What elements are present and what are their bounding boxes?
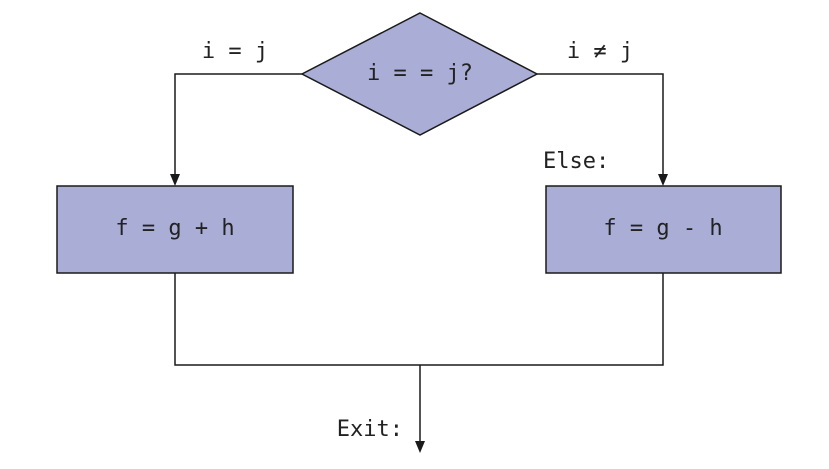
exit-arrowhead [415, 441, 425, 453]
false-branch-arrowhead [658, 174, 668, 186]
then-process-text: f = g + h [115, 216, 234, 241]
false-branch-label: i ≠ j [567, 39, 633, 64]
decision-text: i = = j? [367, 61, 473, 86]
true-branch-line [174, 73, 302, 174]
else-label: Else: [543, 149, 609, 174]
true-branch-arrowhead [170, 174, 180, 186]
false-branch-line [537, 73, 664, 174]
else-process-box [545, 185, 782, 274]
else-process-text: f = g - h [603, 216, 722, 241]
merge-line [174, 273, 664, 366]
exit-label: Exit: [337, 417, 403, 442]
then-process-box [56, 185, 294, 274]
decision-diamond [300, 12, 539, 136]
true-branch-label: i = j [202, 39, 268, 64]
